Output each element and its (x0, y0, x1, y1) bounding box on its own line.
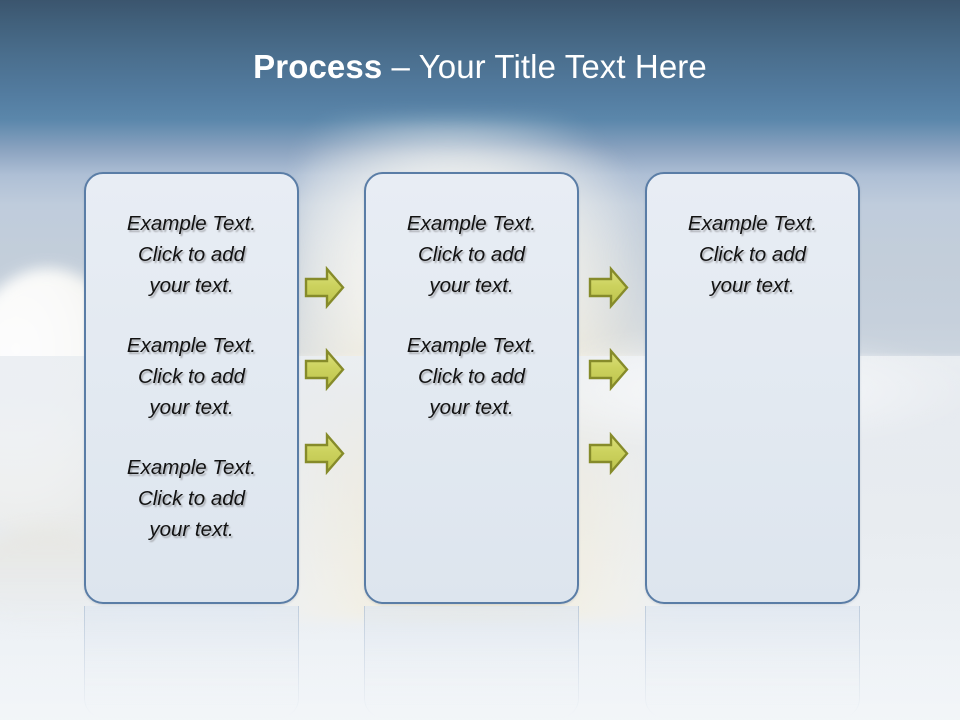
process-box-3[interactable]: Example Text. Click to add your text. (645, 172, 860, 604)
arrow-right-6[interactable] (588, 432, 629, 475)
arrow-right-4[interactable] (588, 266, 629, 309)
placeholder-text[interactable]: Example Text. Click to add your text. (126, 212, 257, 297)
placeholder-text[interactable]: Example Text. Click to add your text. (126, 456, 257, 541)
process-box-2-body: Example Text. Click to add your text. Exa… (378, 208, 565, 423)
placeholder-text[interactable]: Example Text. Click to add your text. (687, 212, 818, 297)
placeholder-text[interactable]: Example Text. Click to add your text. (406, 212, 537, 297)
arrow-right-2[interactable] (304, 348, 345, 391)
page-title-strong: Process (253, 48, 383, 85)
process-box-1-body: Example Text. Click to add your text. Exa… (98, 208, 285, 545)
arrow-right-5[interactable] (588, 348, 629, 391)
reflection-box-2 (364, 606, 579, 718)
process-box-2[interactable]: Example Text. Click to add your text. Exa… (364, 172, 579, 604)
placeholder-text[interactable]: Example Text. Click to add your text. (406, 334, 537, 419)
placeholder-text[interactable]: Example Text. Click to add your text. (126, 334, 257, 419)
reflection-box-1 (84, 606, 299, 718)
reflection-box-3 (645, 606, 860, 718)
page-title: Process – Your Title Text Here (0, 46, 960, 88)
process-box-1[interactable]: Example Text. Click to add your text. Exa… (84, 172, 299, 604)
arrow-right-1[interactable] (304, 266, 345, 309)
page-title-rest: – Your Title Text Here (382, 48, 707, 85)
process-box-3-body: Example Text. Click to add your text. (659, 208, 846, 301)
arrow-right-3[interactable] (304, 432, 345, 475)
